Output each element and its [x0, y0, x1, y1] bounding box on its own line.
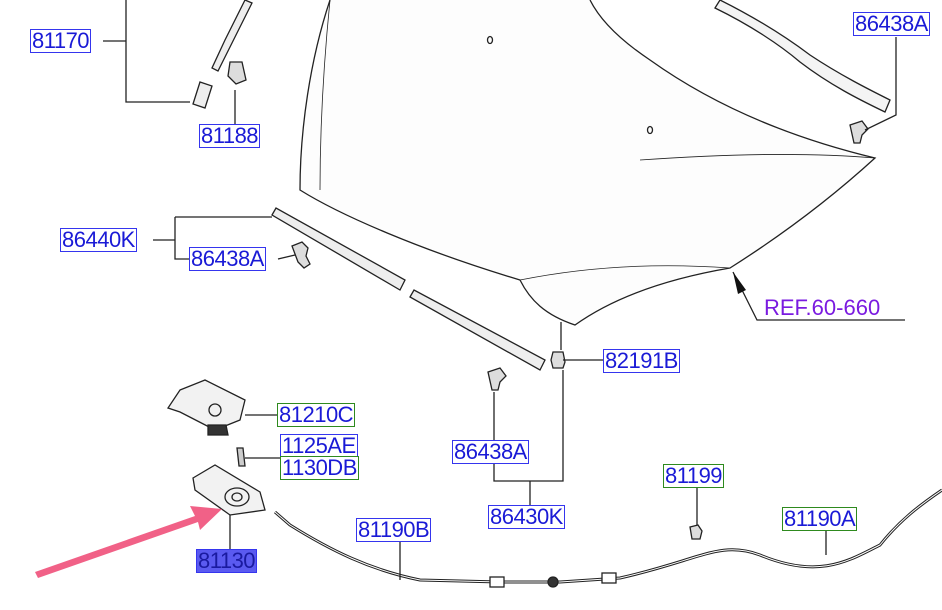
part-label-81130-highlighted[interactable]: 81130	[196, 548, 258, 573]
part-label-86438a-top[interactable]: 86438A	[853, 11, 930, 36]
ref-arrowhead	[733, 272, 746, 294]
part-label-81170[interactable]: 81170	[30, 28, 92, 53]
latch-upper	[166, 379, 246, 431]
ref-link[interactable]: REF.60-660	[764, 295, 881, 320]
gas-strut	[211, 0, 253, 72]
part-label-86438a-left[interactable]: 86438A	[189, 246, 266, 271]
weatherstrip-right	[409, 289, 546, 371]
part-label-81188[interactable]: 81188	[199, 123, 261, 148]
pointer-arrow	[35, 506, 222, 578]
part-label-1130db[interactable]: 1130DB	[280, 455, 359, 480]
part-label-86438a-mid[interactable]: 86438A	[452, 439, 529, 464]
weatherstrip-left	[271, 207, 406, 291]
part-label-81190a[interactable]: 81190A	[782, 506, 858, 531]
weatherstrip-top	[714, 0, 891, 113]
part-label-81210c[interactable]: 81210C	[277, 402, 356, 427]
hood-panel	[299, 0, 877, 326]
part-label-1125ae[interactable]: 1125AE	[280, 433, 358, 458]
part-label-86430k[interactable]: 86430K	[488, 504, 565, 529]
part-label-86440k[interactable]: 86440K	[60, 227, 137, 252]
part-label-81190b[interactable]: 81190B	[356, 517, 432, 542]
part-label-82191b[interactable]: 82191B	[603, 348, 680, 373]
part-label-81199[interactable]: 81199	[663, 463, 725, 488]
